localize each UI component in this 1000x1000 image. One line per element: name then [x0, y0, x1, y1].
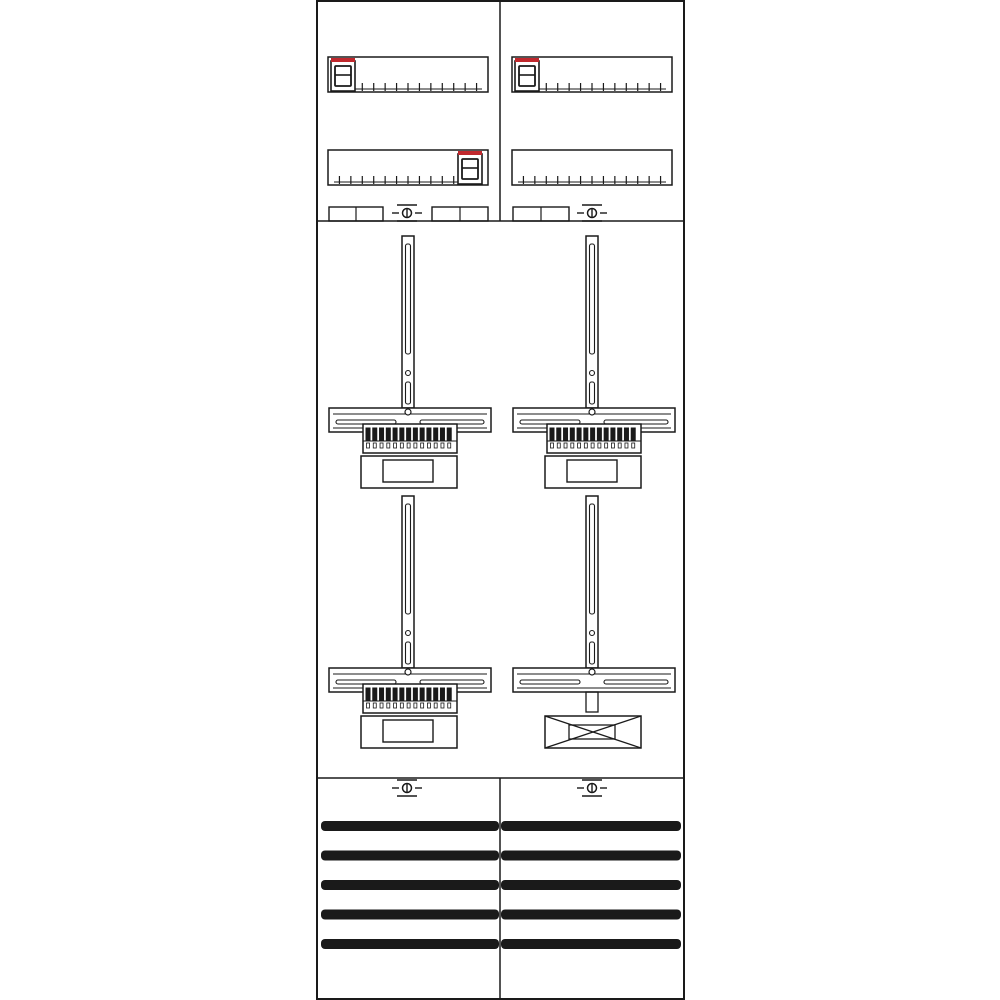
busbar — [501, 821, 681, 831]
meter-bottom-left — [328, 495, 492, 749]
busbar — [321, 821, 499, 831]
ground-icon — [392, 204, 422, 222]
meter-plate — [544, 715, 642, 749]
busbar — [501, 909, 681, 920]
meter-plate — [360, 715, 458, 749]
busbar — [501, 880, 681, 890]
din-rail-top-left-lower — [327, 149, 489, 186]
busbar — [501, 939, 681, 949]
breaker — [514, 58, 540, 92]
blank-covers — [328, 206, 570, 222]
terminal-block — [546, 423, 642, 454]
breaker — [330, 58, 356, 92]
ground-icon — [577, 204, 607, 222]
din-rail-top-left-upper — [327, 56, 489, 93]
cabinet-frame — [316, 0, 685, 1000]
busbar — [321, 909, 499, 920]
terminal-block — [362, 683, 458, 714]
din-rail-top-right-lower — [511, 149, 673, 186]
meter-plate — [360, 455, 458, 489]
meter-bottom-right — [512, 495, 676, 749]
busbar — [321, 880, 499, 890]
busbar — [321, 850, 499, 861]
meter-top-left — [328, 235, 492, 489]
busbar — [321, 939, 499, 949]
busbars — [321, 821, 681, 949]
din-rail-top-right-upper — [511, 56, 673, 93]
breaker — [457, 151, 483, 185]
meter-plate — [544, 455, 642, 489]
terminal-block — [362, 423, 458, 454]
ground-icon — [392, 779, 422, 797]
busbar — [501, 850, 681, 861]
meter-top-right — [512, 235, 676, 489]
ground-icon — [577, 779, 607, 797]
